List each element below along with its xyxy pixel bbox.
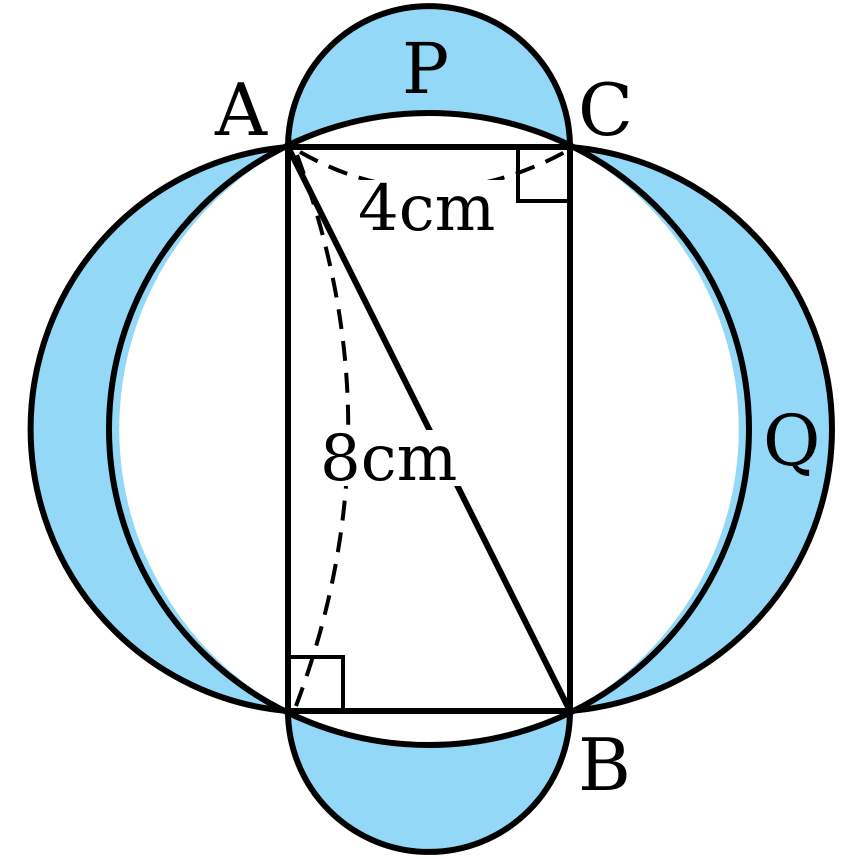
vertex-label-b: B	[578, 723, 631, 807]
top-semicircle	[285, 3, 573, 148]
bottom-semicircle	[285, 710, 573, 855]
vertex-label-a: A	[214, 68, 268, 152]
vertex-label-c: C	[578, 68, 633, 152]
circumscribed-circle	[106, 110, 752, 748]
diagonal-ab	[285, 145, 573, 713]
width-measurement-label: 4cm	[358, 172, 495, 246]
lune-left	[30, 147, 288, 711]
height-measurement-label: 8cm	[320, 422, 457, 496]
region-label-p: P	[402, 28, 449, 110]
right-angle-marker-c	[516, 147, 570, 203]
rectangle	[285, 144, 573, 714]
shaded-regions	[30, 6, 832, 852]
right-semicircle	[569, 144, 835, 714]
left-semicircle	[27, 144, 289, 714]
height-label-backdrop	[318, 430, 478, 486]
outlines	[27, 3, 835, 855]
right-angle-marker-bottom-left	[288, 655, 345, 711]
lune-right-q	[570, 147, 832, 711]
lune-top-p	[288, 6, 570, 147]
region-label-q: Q	[763, 400, 820, 482]
labels: A C B P Q 4cm 8cm	[214, 28, 820, 807]
width-label-backdrop	[356, 180, 512, 232]
height-dimension-arc	[294, 154, 351, 707]
lune-bottom	[288, 711, 570, 852]
